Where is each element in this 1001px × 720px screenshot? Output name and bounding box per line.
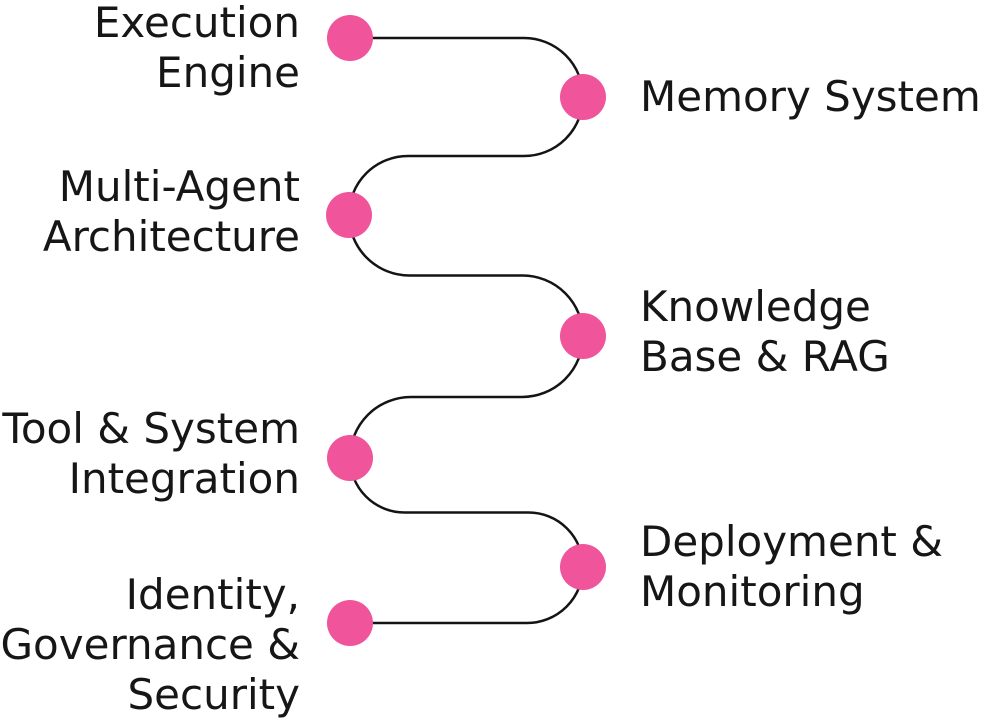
- node-label-memory-system: Memory System: [640, 72, 981, 121]
- node-dot-multi-agent-architecture: [326, 192, 372, 238]
- node-dot-execution-engine: [327, 15, 373, 61]
- node-label-execution-engine: Execution Engine: [93, 0, 300, 97]
- node-dot-tool-system-integration: [327, 435, 373, 481]
- node-dot-deployment-monitoring: [560, 544, 606, 590]
- node-dot-identity-governance-security: [327, 600, 373, 646]
- node-label-multi-agent-architecture: Multi-Agent Architecture: [42, 162, 300, 261]
- node-label-identity-governance-security: Identity, Governance & Security: [0, 570, 300, 719]
- node-label-knowledge-base-rag: Knowledge Base & RAG: [640, 282, 890, 381]
- node-dot-memory-system: [560, 74, 606, 120]
- node-label-tool-system-integration: Tool & System Integration: [2, 404, 300, 503]
- node-label-deployment-monitoring: Deployment & Monitoring: [640, 517, 944, 616]
- node-dot-knowledge-base-rag: [560, 313, 606, 359]
- serpentine-connector-path: [347, 36, 585, 625]
